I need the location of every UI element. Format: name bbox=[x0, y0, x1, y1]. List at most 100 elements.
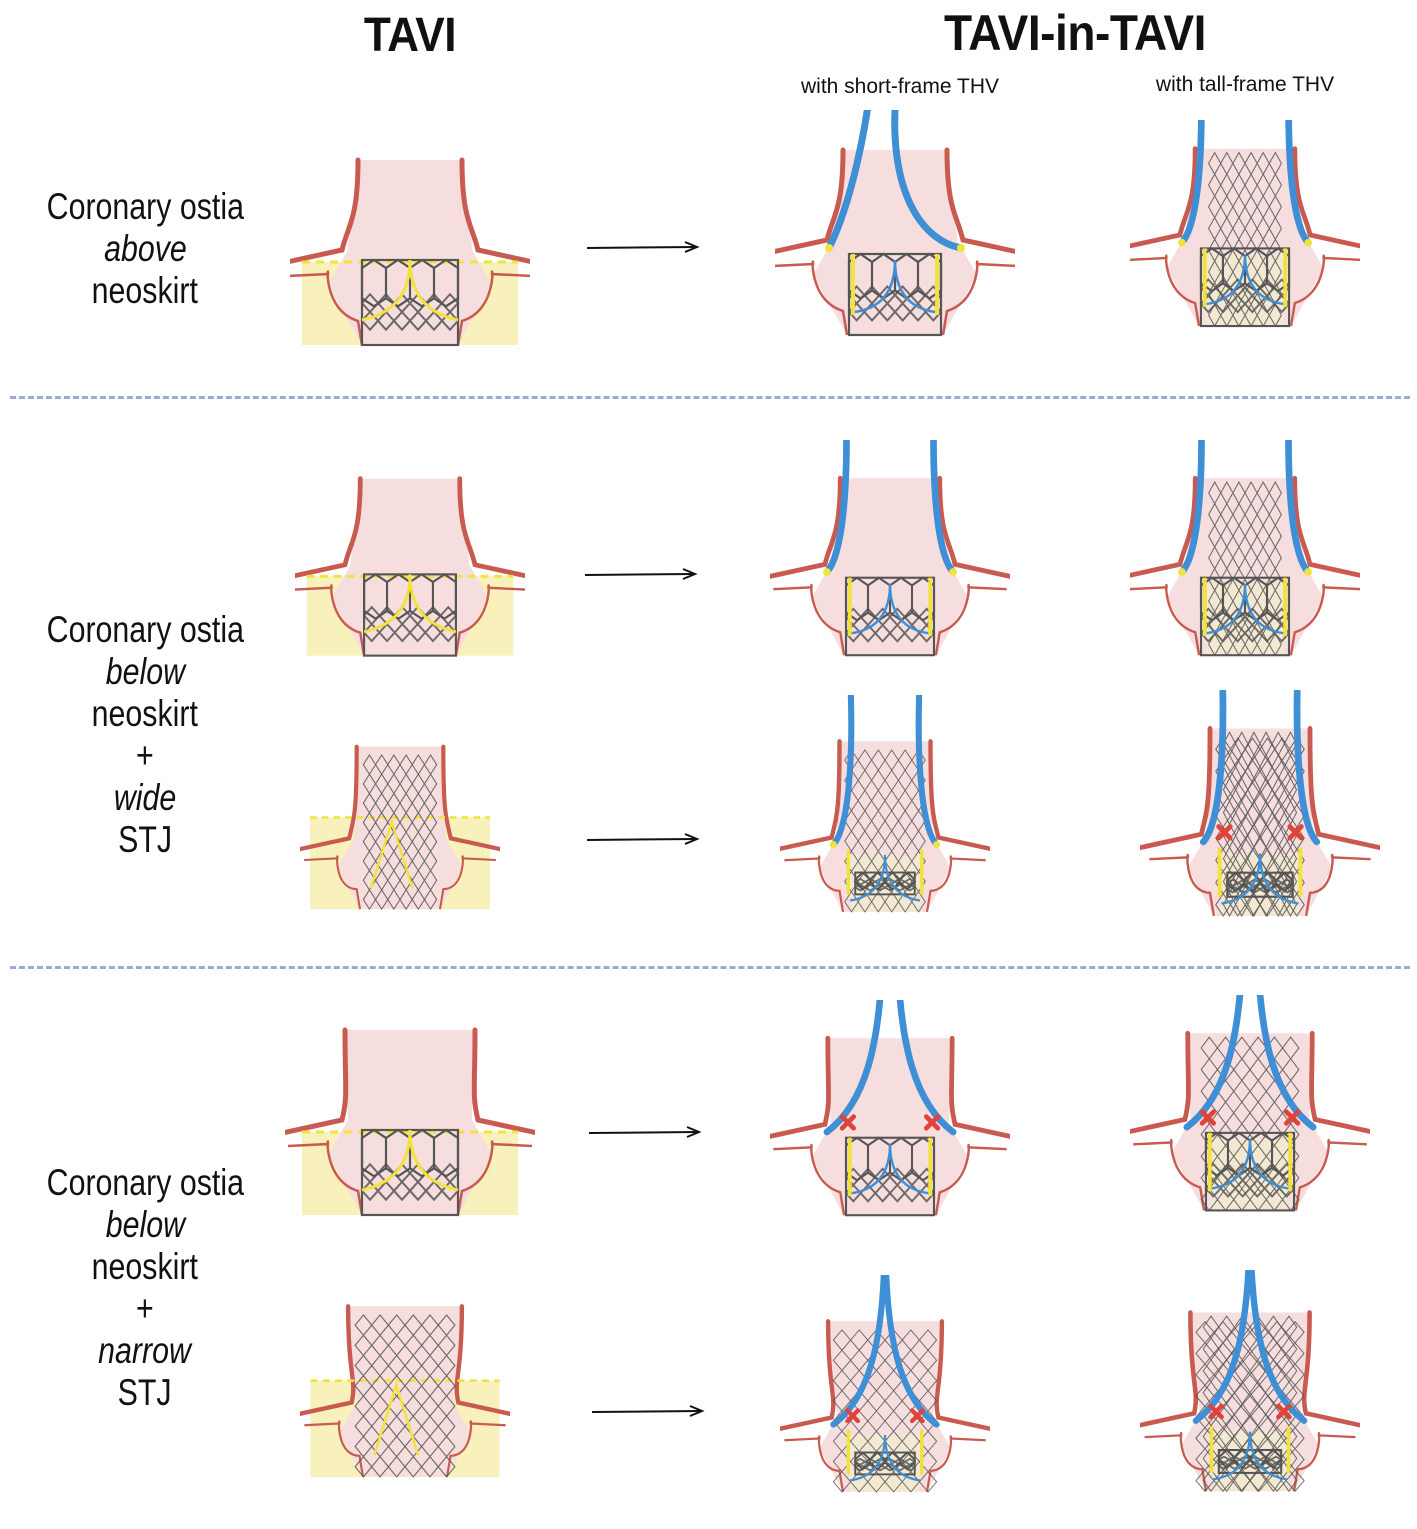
new-valve-leaflets bbox=[1206, 583, 1284, 635]
row-label-stj: STJ bbox=[118, 819, 172, 860]
obstruction-x-icon bbox=[839, 1114, 857, 1131]
row-label-line2: above bbox=[103, 228, 187, 269]
coronary-catheter-right bbox=[915, 695, 940, 848]
sinus-wall-left bbox=[775, 260, 849, 336]
new-valve-leaflets bbox=[1206, 254, 1284, 306]
coronary-catheter-left bbox=[1178, 120, 1205, 247]
coronary-catheter-right bbox=[1285, 120, 1312, 247]
obstruction-x-icon bbox=[1208, 1403, 1224, 1420]
sinus-wall-right bbox=[941, 260, 1015, 336]
coronary-catheter-left bbox=[1192, 1270, 1252, 1424]
sinus-wall-right bbox=[1304, 853, 1371, 917]
sinus-wall-left bbox=[295, 584, 366, 656]
sinus-wall-left bbox=[1149, 853, 1216, 917]
row-label-plus: + bbox=[136, 735, 154, 776]
coronary-catheter-right bbox=[930, 440, 957, 576]
coronary-catheter-left bbox=[1199, 690, 1227, 846]
aortic-wall-right bbox=[1309, 1030, 1370, 1134]
panel-short-frame bbox=[770, 1000, 1010, 1217]
short-frame-stent-cells bbox=[360, 258, 460, 308]
coronary-catheter-left bbox=[823, 440, 850, 576]
obstruction-x-icon bbox=[909, 1408, 925, 1424]
coronary-catheter-left bbox=[825, 110, 871, 252]
sinus-wall-left bbox=[1130, 583, 1201, 656]
coronary-catheter-right bbox=[1293, 690, 1321, 846]
short-frame-stent-cells bbox=[1204, 1131, 1296, 1177]
aortic-wall-right bbox=[457, 476, 525, 579]
coronary-catheter-left bbox=[1178, 440, 1205, 576]
panel-tavi bbox=[295, 476, 525, 657]
stent-frame-outline bbox=[1199, 247, 1291, 328]
coronary-ostium-left bbox=[1177, 238, 1186, 247]
row-label-plus: + bbox=[136, 1288, 154, 1329]
stent-frame-outline bbox=[1199, 576, 1291, 657]
aortic-wall-right bbox=[1301, 1310, 1360, 1428]
sinus-wall-left bbox=[784, 1435, 845, 1493]
coronary-catheter-left bbox=[823, 1000, 884, 1136]
aortic-wall-left bbox=[770, 475, 843, 579]
new-valve-leaflets bbox=[851, 1143, 929, 1195]
obstruction-x-icon bbox=[1199, 1109, 1217, 1126]
coronary-catheter-left bbox=[830, 1275, 887, 1428]
stent-frame-outline bbox=[847, 252, 943, 337]
aortic-wall-right bbox=[937, 475, 1010, 579]
aortic-lumen bbox=[811, 478, 969, 656]
row-label-below-wide: Coronary ostia below neoskirt + wide STJ bbox=[10, 609, 280, 861]
sinus-wall-right bbox=[1289, 583, 1360, 656]
sinus-wall-right bbox=[934, 1143, 1007, 1216]
sinus-wall-right bbox=[934, 583, 1007, 656]
row-label-line3: neoskirt bbox=[91, 693, 199, 734]
stent-frame-outline bbox=[844, 576, 936, 657]
row-label-stj-qualifier: narrow bbox=[98, 1330, 192, 1371]
leaflet-outline bbox=[361, 259, 459, 322]
aortic-lumen bbox=[339, 1306, 471, 1477]
stent-frame-outline bbox=[854, 871, 916, 896]
coronary-ostium-left bbox=[823, 568, 831, 576]
sinus-wall-right bbox=[1289, 254, 1360, 327]
aortic-wall-left bbox=[775, 147, 846, 254]
sinus-wall-right bbox=[925, 1435, 986, 1493]
new-valve-leaflets bbox=[1211, 1138, 1289, 1190]
new-valve-leaflets bbox=[849, 854, 921, 902]
coronary-catheter-right bbox=[1285, 440, 1312, 576]
column-header-tavi-in-tavi: TAVI-in-TAVI bbox=[944, 5, 1206, 61]
sinus-wall-right bbox=[456, 270, 530, 346]
new-valve-leaflets bbox=[849, 1434, 921, 1482]
aortic-wall-left bbox=[780, 739, 842, 852]
obstruction-x-icon bbox=[845, 1408, 861, 1424]
panel-tavi bbox=[300, 1304, 510, 1478]
coronary-catheter-left bbox=[1183, 995, 1244, 1131]
aortic-wall-right bbox=[1292, 475, 1360, 578]
panel-short-frame bbox=[780, 1275, 990, 1493]
leaflet-outline bbox=[361, 1129, 459, 1192]
coronary-ostium-right bbox=[949, 568, 957, 576]
leaflet-outline bbox=[373, 1380, 420, 1456]
sinus-wall-left bbox=[287, 1140, 364, 1216]
aortic-lumen bbox=[328, 160, 492, 345]
sinus-wall-right bbox=[1294, 1138, 1367, 1211]
panel-tavi bbox=[300, 744, 500, 911]
stent-frame-outline bbox=[1204, 1131, 1296, 1212]
coronary-catheter-right bbox=[1256, 995, 1317, 1131]
obstruction-x-icon bbox=[1287, 824, 1304, 841]
column-header-tavi: TAVI bbox=[363, 9, 457, 62]
aortic-wall-left bbox=[1130, 146, 1198, 249]
sinus-wall-right bbox=[454, 584, 525, 656]
aortic-lumen bbox=[331, 478, 489, 656]
aortic-wall-left bbox=[290, 157, 361, 264]
aortic-wall-right bbox=[1307, 726, 1380, 851]
aortic-wall-right bbox=[949, 1035, 1010, 1139]
short-frame-stent-cells bbox=[363, 573, 457, 620]
sinus-wall-left bbox=[1133, 1138, 1206, 1211]
panel-tall-frame bbox=[1140, 1270, 1360, 1493]
row-label-line1: Coronary ostia bbox=[46, 186, 244, 227]
coronary-ostium-left bbox=[825, 244, 833, 252]
row-label-line3: neoskirt bbox=[91, 270, 199, 311]
sinus-wall-left bbox=[1130, 254, 1201, 327]
leaflet-outline bbox=[363, 574, 457, 634]
aortic-wall-left bbox=[1130, 475, 1198, 578]
short-frame-stent-cells bbox=[1199, 247, 1291, 293]
short-frame-stent-cells bbox=[844, 576, 936, 622]
coronary-ostium-right bbox=[957, 244, 965, 252]
aortic-wall-left bbox=[300, 744, 359, 852]
